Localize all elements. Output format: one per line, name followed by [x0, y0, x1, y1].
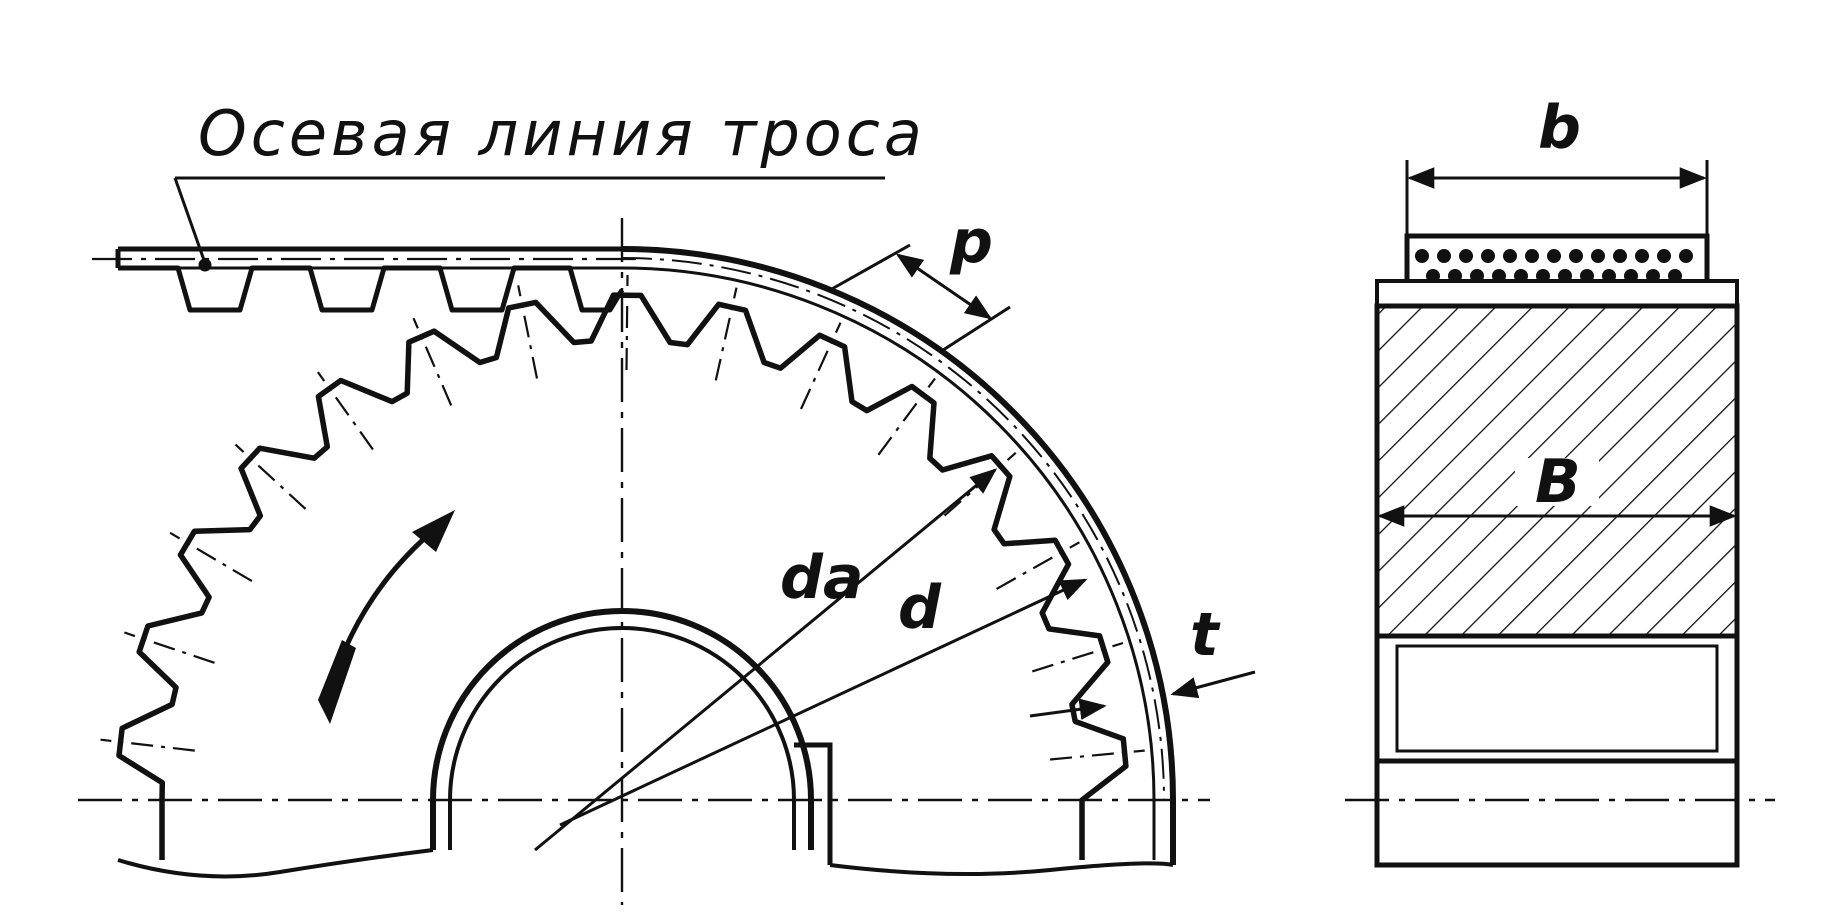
side-view: [1345, 160, 1775, 868]
rotation-arrow: [318, 510, 455, 724]
hub-step: [794, 742, 833, 865]
hub-bore: [117, 608, 1174, 879]
bore-inner-arc: [448, 626, 796, 850]
p-dimension-line: [895, 253, 993, 320]
belt-teeth-profile: [118, 265, 625, 313]
rotation-arrow-head: [412, 510, 455, 552]
tooth-axis-mark: [234, 443, 307, 510]
t-arrow-out: [1170, 670, 1256, 699]
hub-lower: [1374, 758, 1740, 868]
label-B: B: [1535, 447, 1581, 517]
leader-line: [173, 177, 207, 264]
caption-leader: [173, 176, 885, 272]
label-p: p: [949, 207, 993, 277]
tooth-axis-mark: [412, 317, 453, 406]
p-extension-2: [939, 305, 1011, 354]
rim-top: [1375, 279, 1739, 308]
belt-arc: [621, 246, 1176, 865]
tooth-axis-mark: [996, 541, 1080, 590]
d-dimension-line: [559, 578, 1088, 827]
rotation-arrow-feather: [318, 640, 356, 724]
tooth-axis-mark: [169, 531, 253, 583]
B-label-mask: [1515, 458, 1599, 506]
tooth-axis-mark: [1049, 749, 1145, 761]
belt-pitch-line: [621, 257, 1165, 801]
tooth-axis-mark: [124, 631, 215, 664]
tooth-axis-mark: [714, 287, 738, 381]
t-arrow-in: [1029, 698, 1107, 720]
hub-bore-section: [1374, 633, 1740, 764]
label-b: b: [1538, 93, 1581, 163]
tooth-axis-mark: [877, 377, 936, 456]
dimension-diameters: [534, 468, 1088, 852]
hub-bore-inner: [1395, 644, 1719, 753]
label-da: da: [780, 543, 863, 613]
dimension-p: [829, 243, 1011, 354]
sprocket-tooth-outline: [116, 292, 1129, 860]
bore-outer-arc: [430, 608, 814, 850]
belt-inner-edge: [621, 266, 1156, 860]
center-lines: [78, 218, 1210, 905]
tooth-axis-mark: [799, 322, 842, 410]
label-d: d: [898, 573, 942, 643]
caption-rope-axis: Осевая линия троса: [198, 97, 926, 170]
da-dimension-line: [534, 468, 998, 852]
tooth-axis-mark: [100, 738, 195, 752]
p-extension-1: [829, 243, 911, 292]
tooth-axis-mark: [1031, 641, 1124, 673]
label-t: t: [1190, 600, 1221, 670]
tooth-axis-mark: [317, 371, 374, 451]
tooth-axis-mark: [625, 274, 629, 371]
straight-belt: [92, 246, 640, 313]
belt-outer-edge: [621, 246, 1176, 865]
break-line-bottom: [117, 848, 1174, 879]
tooth-axis-mark: [517, 285, 539, 379]
leader-dot: [198, 258, 212, 272]
dimension-t: [1029, 670, 1256, 720]
